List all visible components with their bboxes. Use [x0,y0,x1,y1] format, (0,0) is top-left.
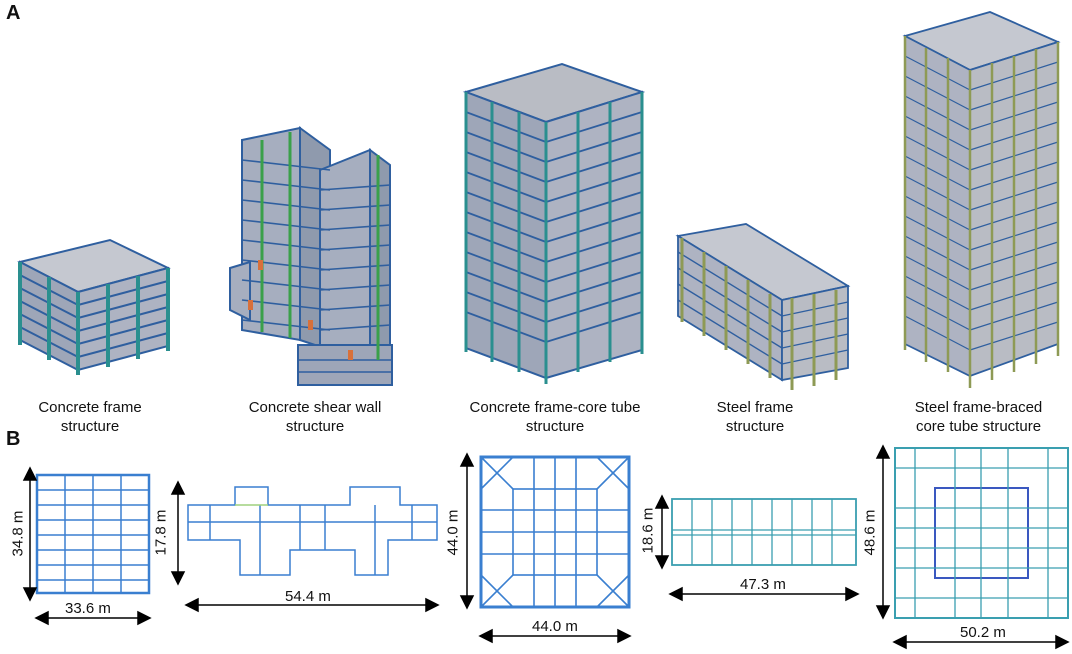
caption-line-2: structure [525,418,585,435]
caption-steel-frame-braced-core-tube: Steel frame-braced core tube structure [885,398,1072,436]
building-concrete-frame-core-tube [462,62,646,384]
caption-line-1: Steel frame [716,399,794,416]
width-label-steel-frame: 47.3 m [740,576,786,593]
caption-line-2: structure [725,418,785,435]
width-label-steel-frame-braced-core-tube: 50.2 m [960,624,1006,641]
height-label-steel-frame: 18.6 m [639,507,657,554]
building-concrete-frame [17,238,171,375]
caption-line-1: Concrete frame-core tube [469,399,641,416]
building-concrete-shear-wall [229,126,393,386]
height-label-concrete-shear-wall: 17.8 m [152,509,170,556]
caption-line-1: Concrete frame [38,399,142,416]
caption-concrete-shear-wall: Concrete shear wall structure [225,398,405,436]
width-label-concrete-frame: 33.6 m [65,600,111,617]
caption-concrete-frame-core-tube: Concrete frame-core tube structure [445,398,665,436]
panel-label-a: A [6,2,21,24]
plan-concrete-frame-core-tube [479,455,631,609]
caption-line-1: Concrete shear wall [248,399,382,416]
caption-line-1: Steel frame-braced [914,399,1043,416]
height-label-concrete-frame: 34.8 m [9,510,27,557]
width-label-concrete-shear-wall: 54.4 m [285,588,331,605]
caption-line-2: structure [60,418,120,435]
plan-steel-frame [671,498,857,566]
height-label-concrete-frame-core-tube: 44.0 m [444,509,462,556]
building-steel-frame [675,223,851,390]
plan-concrete-frame [35,473,151,595]
height-label-steel-frame-braced-core-tube: 48.6 m [861,509,879,556]
caption-concrete-frame: Concrete frame structure [0,398,180,436]
caption-line-2: structure [285,418,345,435]
building-steel-frame-braced-core-tube [902,11,1061,388]
panel-label-b: B [6,428,21,450]
plan-concrete-shear-wall [187,486,438,576]
width-label-concrete-frame-core-tube: 44.0 m [532,618,578,635]
plan-steel-frame-braced-core-tube [894,447,1069,619]
caption-steel-frame: Steel frame structure [680,398,830,436]
dimension-arrows [22,444,1070,650]
caption-line-2: core tube structure [915,418,1042,435]
